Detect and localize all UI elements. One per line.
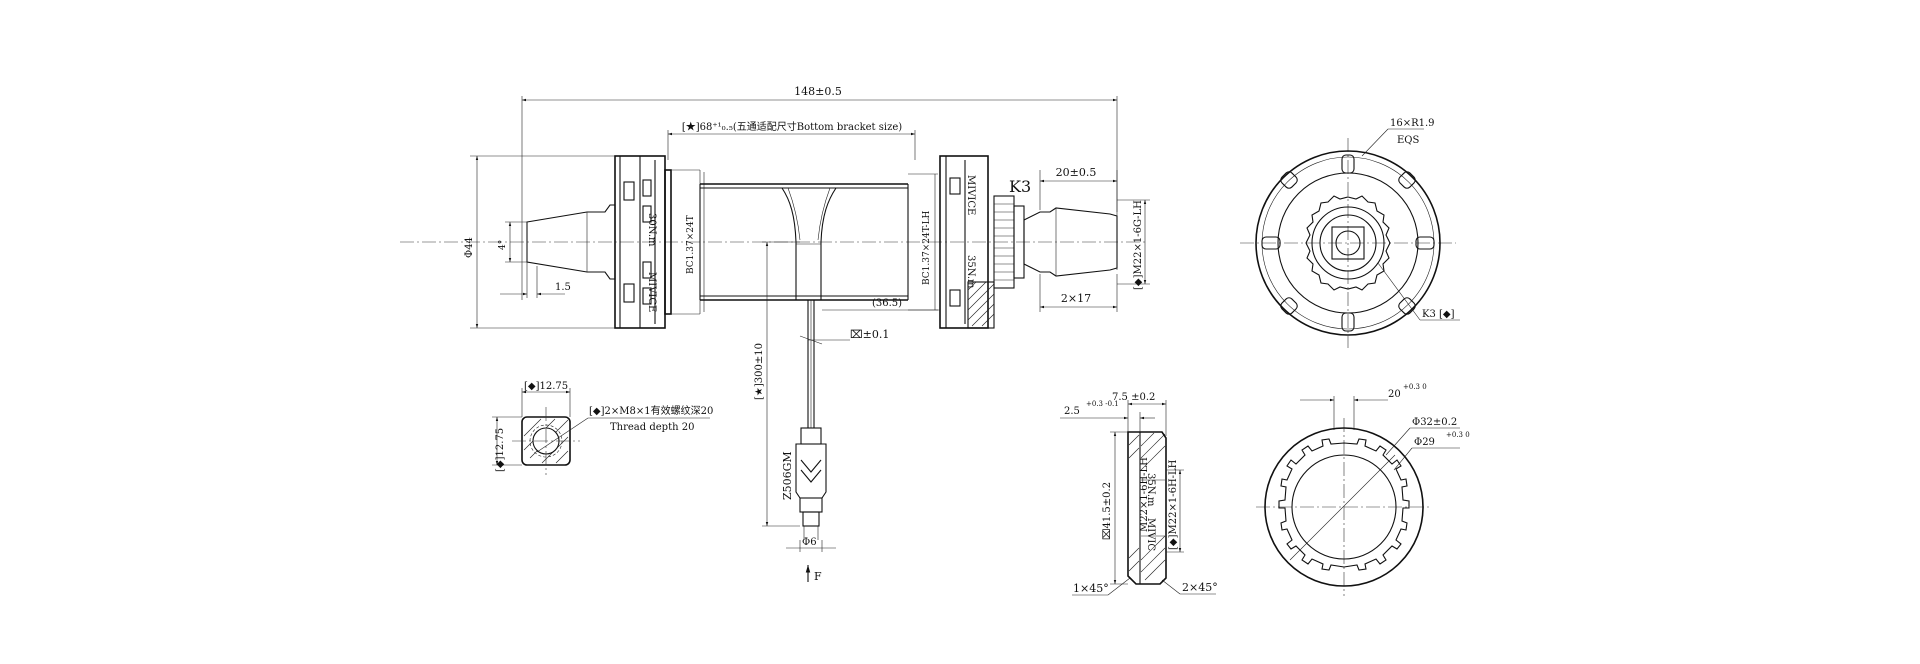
nut-height-dim: ⌧41.5±0.2 — [1102, 482, 1113, 540]
main-side-view: 148±0.5 [★]68⁺¹₀.₅(五通适配尺寸Bottom bracket … — [400, 85, 1150, 341]
nut-thread-label: M22×1-6H-LH — [1139, 457, 1150, 532]
square-height-dim: [◆]12.75 — [495, 428, 506, 472]
nut-thread-dim: [◆]M22×1-6H-LH — [1168, 459, 1179, 550]
right-offset-dim: (36.5) — [872, 298, 902, 309]
top-eqs-label: EQS — [1397, 135, 1419, 146]
cable-length-dim: [★]300±10 — [754, 343, 765, 400]
overall-length-dim: 148±0.5 — [794, 85, 842, 98]
spline-dim: 2×17 — [1061, 292, 1091, 305]
thread-note-en: Thread depth 20 — [610, 422, 694, 433]
lockring-inner-dim: Φ29 — [1414, 437, 1435, 448]
square-width-dim: [◆]12.75 — [524, 381, 568, 392]
taper-angle-dim: 4° — [498, 240, 508, 250]
right-torque-label: 35N.m — [965, 255, 976, 289]
nut-step-tol: +0.3 -0.1 — [1086, 400, 1119, 408]
lockring-slot-tol: +0.3 0 — [1403, 383, 1427, 391]
nut-thread-dim: [◆]M22×1-6G-LH — [1133, 200, 1144, 290]
connector-model-label: Z506GM — [781, 451, 794, 500]
lockring-slot-dim: 20 — [1388, 389, 1401, 400]
chamfer-right-label: 2×45° — [1182, 581, 1218, 594]
taper-depth-dim: 1.5 — [555, 282, 571, 293]
lockring-view: 20 +0.3 0 Φ32±0.2 Φ29 +0.3 0 — [1256, 383, 1470, 596]
top-end-view: 16×R1.9 EQS K3 [◆] — [1240, 118, 1460, 348]
top-k3-ref: K3 [◆] — [1422, 309, 1455, 320]
cable-connector: Z506GM [★]300±10 Φ6 F — [754, 241, 836, 583]
bb-size-dim: [★]68⁺¹₀.₅(五通适配尺寸Bottom bracket size) — [682, 120, 902, 133]
left-torque-label: 30N.m — [646, 213, 657, 247]
nut-section-detail: 35N.m MIVIC M22×1-6H-LH 7.5 ±0.2 2.5 +0.… — [1060, 392, 1218, 596]
force-label: F — [814, 570, 822, 583]
nut-step-dim: 2.5 — [1064, 406, 1080, 417]
left-brand-label: MIVICE — [646, 272, 657, 312]
connector-dia-dim: Φ6 — [802, 537, 817, 548]
lockring-inner-tol: +0.3 0 — [1446, 431, 1470, 439]
flatness-dim: ⌧±0.1 — [850, 328, 889, 341]
chamfer-left-label: 1×45° — [1073, 582, 1109, 595]
nut-brand-label: MIVIC — [1145, 518, 1156, 551]
left-thread-label: BC1.37×24T — [686, 215, 696, 274]
thread-note: [◆]2×M8×1有效螺纹深20 — [589, 404, 713, 417]
right-thread-label: BC1.37×24T-LH — [922, 210, 932, 285]
nut-torque-label: 35N.m — [1145, 473, 1156, 507]
diameter-dim: Φ44 — [464, 237, 475, 258]
nut-thickness-dim: 7.5 ±0.2 — [1112, 392, 1155, 403]
lockring-outer-dim: Φ32±0.2 — [1412, 417, 1457, 428]
spindle-step-dim: 20±0.5 — [1056, 166, 1097, 179]
square-section-detail: [◆]12.75 [◆]12.75 [◆]2×M8×1有效螺纹深20 Threa… — [492, 381, 713, 475]
k3-label: K3 — [1009, 177, 1031, 196]
right-brand-label: MIVICE — [965, 175, 976, 215]
top-radius-label: 16×R1.9 — [1390, 118, 1435, 129]
